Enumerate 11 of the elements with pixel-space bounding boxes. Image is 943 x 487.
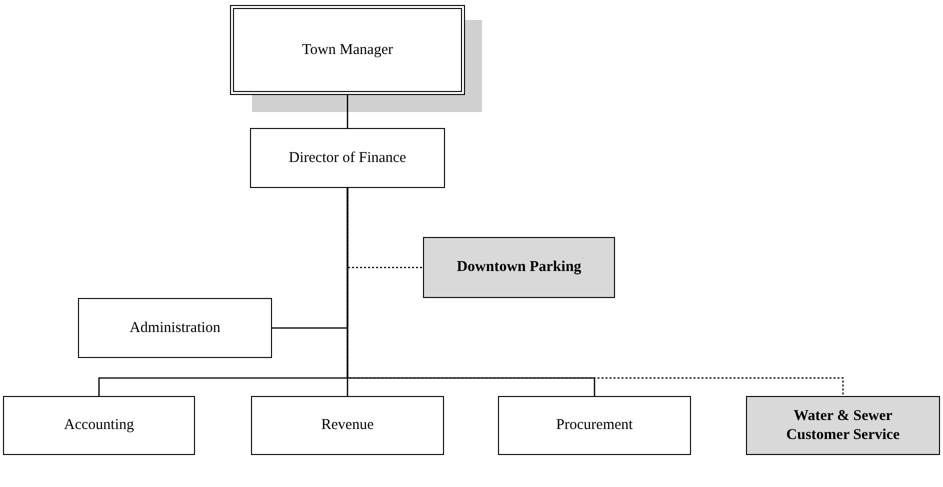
org-box: Procurement [498,396,691,455]
shaded-box: Downtown Parking [423,237,615,298]
org-box: Accounting [3,396,195,455]
shaded-box: Water & Sewer Customer Service [746,396,940,455]
double-border-box: Town Manager [230,5,465,95]
org-box: Administration [78,298,272,358]
org-box: Director of Finance [250,128,445,188]
connector-line [346,95,348,128]
connector-line [346,188,844,396]
connector-line [346,188,596,396]
org-box: Revenue [251,396,444,455]
